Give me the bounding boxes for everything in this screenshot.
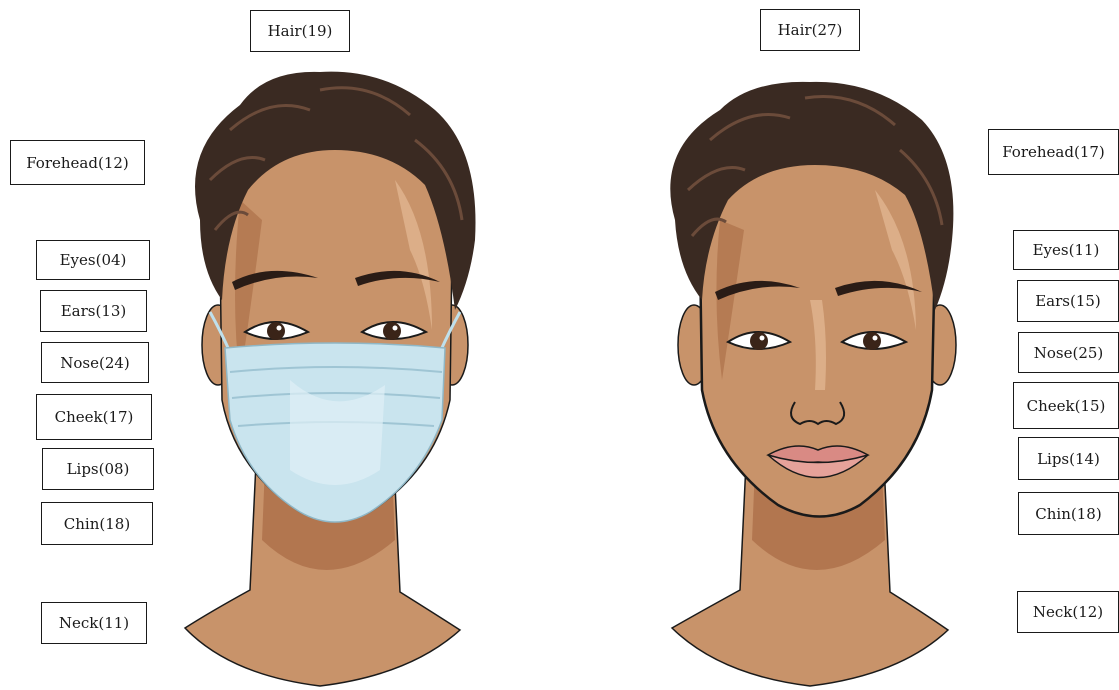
unmasked-forehead-label: Forehead(17) [988, 129, 1119, 175]
masked-chin-label: Chin(18) [41, 502, 153, 545]
masked-hair-label: Hair(19) [250, 10, 350, 52]
masked-ears-label: Ears(13) [40, 290, 147, 332]
masked-lips-label: Lips(08) [42, 448, 154, 490]
masked-cheek-label: Cheek(17) [36, 394, 152, 440]
unmasked-eyes-label: Eyes(11) [1013, 230, 1119, 270]
unmasked-chin-label: Chin(18) [1018, 492, 1119, 535]
masked-eyes-label: Eyes(04) [36, 240, 150, 280]
unmasked-neck-label: Neck(12) [1017, 591, 1119, 633]
unmasked-lips-label: Lips(14) [1018, 437, 1119, 480]
masked-face-illustration [170, 0, 480, 690]
masked-neck-label: Neck(11) [41, 602, 147, 644]
unmasked-face-illustration [660, 0, 970, 690]
masked-nose-label: Nose(24) [41, 342, 149, 383]
unmasked-hair-label: Hair(27) [760, 9, 860, 51]
masked-forehead-label: Forehead(12) [10, 140, 145, 185]
unmasked-cheek-label: Cheek(15) [1013, 382, 1119, 429]
unmasked-ears-label: Ears(15) [1017, 280, 1119, 322]
unmasked-nose-label: Nose(25) [1018, 332, 1119, 373]
